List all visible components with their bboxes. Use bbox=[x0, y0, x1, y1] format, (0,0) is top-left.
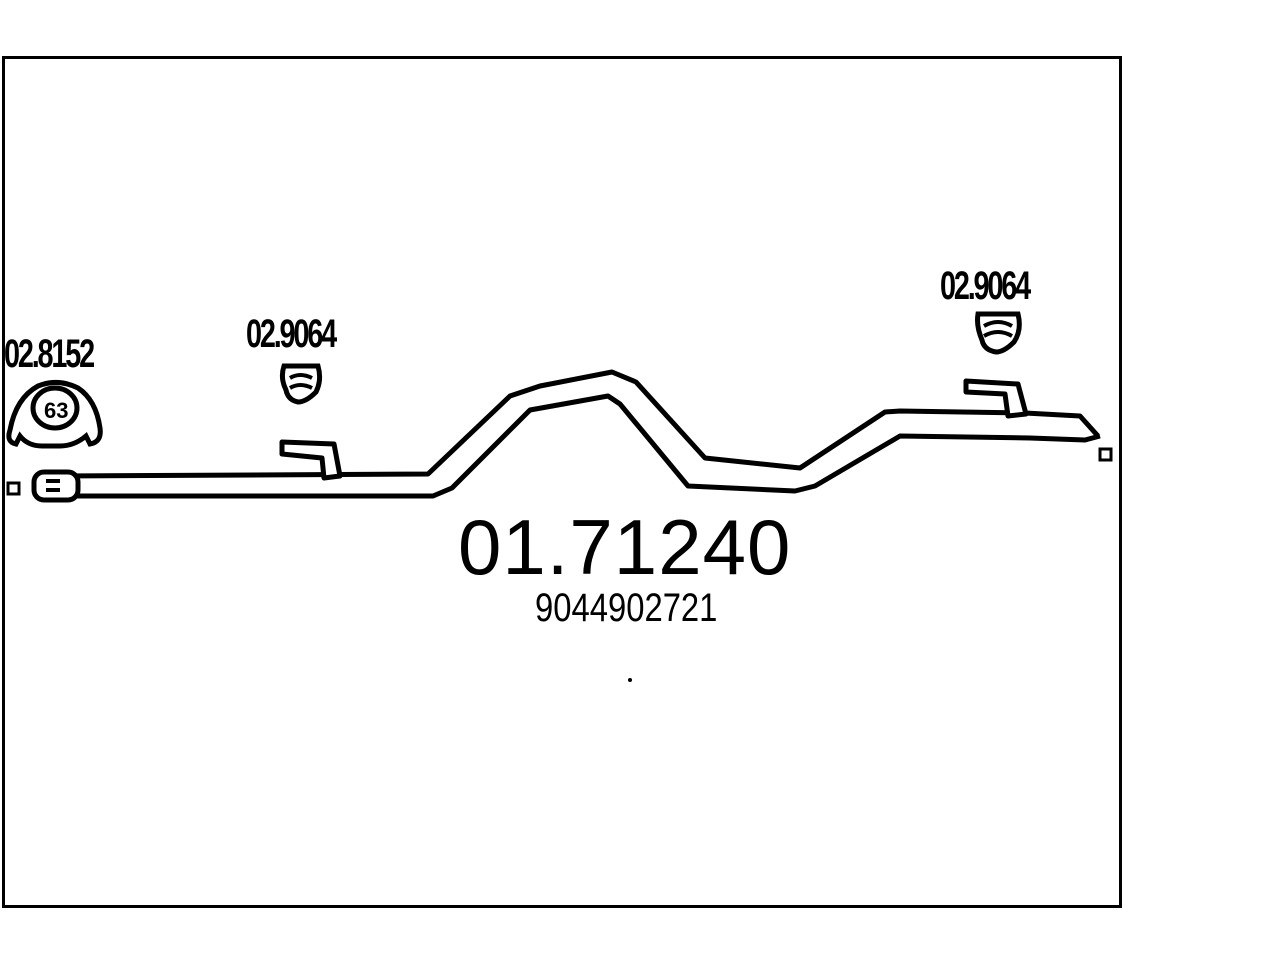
right-hanger-bracket bbox=[963, 378, 1029, 419]
diagram-frame bbox=[2, 56, 1122, 908]
stray-dot bbox=[628, 678, 632, 682]
label-hanger-middle: 02.9064 bbox=[246, 312, 337, 356]
pipe-lower-edge bbox=[60, 393, 1101, 499]
rubber-hanger-icon-middle bbox=[279, 363, 323, 405]
inlet-end-marker bbox=[6, 481, 21, 496]
rubber-hanger-icon-right bbox=[975, 311, 1022, 355]
pipe-upper-edge bbox=[59, 369, 1100, 479]
part-number: 01.71240 bbox=[458, 503, 792, 591]
mount-badge-text: 63 bbox=[44, 398, 68, 423]
oem-number: 9044902721 bbox=[535, 586, 718, 630]
outlet-end-marker bbox=[1098, 447, 1113, 462]
middle-hanger-bracket bbox=[279, 439, 343, 481]
pipe-inlet-flange bbox=[31, 469, 81, 503]
label-hanger-right: 02.9064 bbox=[940, 264, 1031, 308]
label-mount-left: 02.8152 bbox=[4, 332, 95, 376]
rubber-mount-icon: 63 bbox=[6, 380, 103, 449]
